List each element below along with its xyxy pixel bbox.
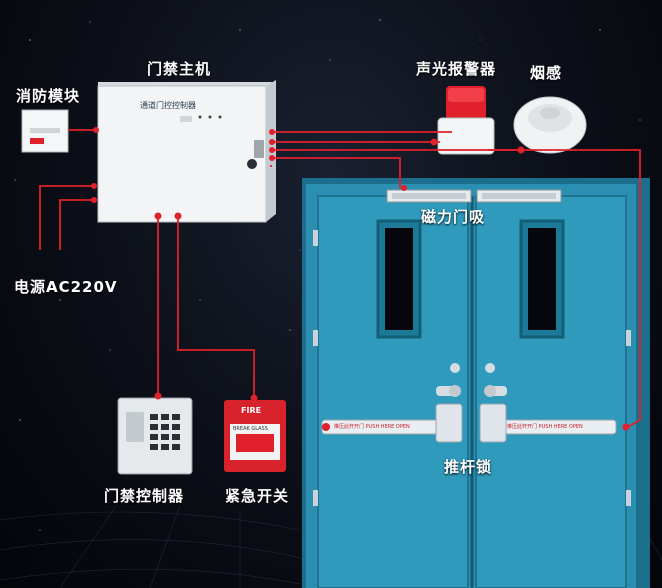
label-keypad: 门禁控制器 xyxy=(104,487,185,505)
push-bar-right xyxy=(479,403,617,443)
magnetic-lock xyxy=(386,189,562,203)
push-bar-right-text: 推压此杆开门 PUSH HERE OPEN xyxy=(507,424,583,430)
controller-panel-text: 通道门控控制器 xyxy=(140,101,196,110)
controller-box xyxy=(97,80,276,223)
keypad-device xyxy=(117,397,193,475)
label-main-controller: 门禁主机 xyxy=(147,60,212,78)
door-handles xyxy=(436,363,507,397)
fire-box-title: FIRE xyxy=(241,406,262,415)
label-fire-module: 消防模块 xyxy=(16,87,81,105)
fire-module-device xyxy=(21,109,69,153)
label-power: 电源AC220V xyxy=(14,278,118,296)
fire-door xyxy=(302,178,650,588)
smoke-detector-device xyxy=(513,96,587,154)
fire-box-subtitle: BREAK GLASS xyxy=(233,426,268,432)
label-emergency: 紧急开关 xyxy=(225,487,290,505)
push-bar-left xyxy=(321,403,463,443)
label-maglock: 磁力门吸 xyxy=(421,208,486,226)
label-alarm: 声光报警器 xyxy=(416,60,497,78)
label-push-bar: 推杆锁 xyxy=(444,458,493,476)
wiring xyxy=(39,129,641,429)
emergency-button-device xyxy=(224,400,286,472)
label-smoke: 烟感 xyxy=(530,64,563,82)
alarm-device xyxy=(437,86,495,155)
wire-nodes xyxy=(91,127,630,431)
push-bar-left-text: 推压此杆开门 PUSH HERE OPEN xyxy=(334,424,410,430)
